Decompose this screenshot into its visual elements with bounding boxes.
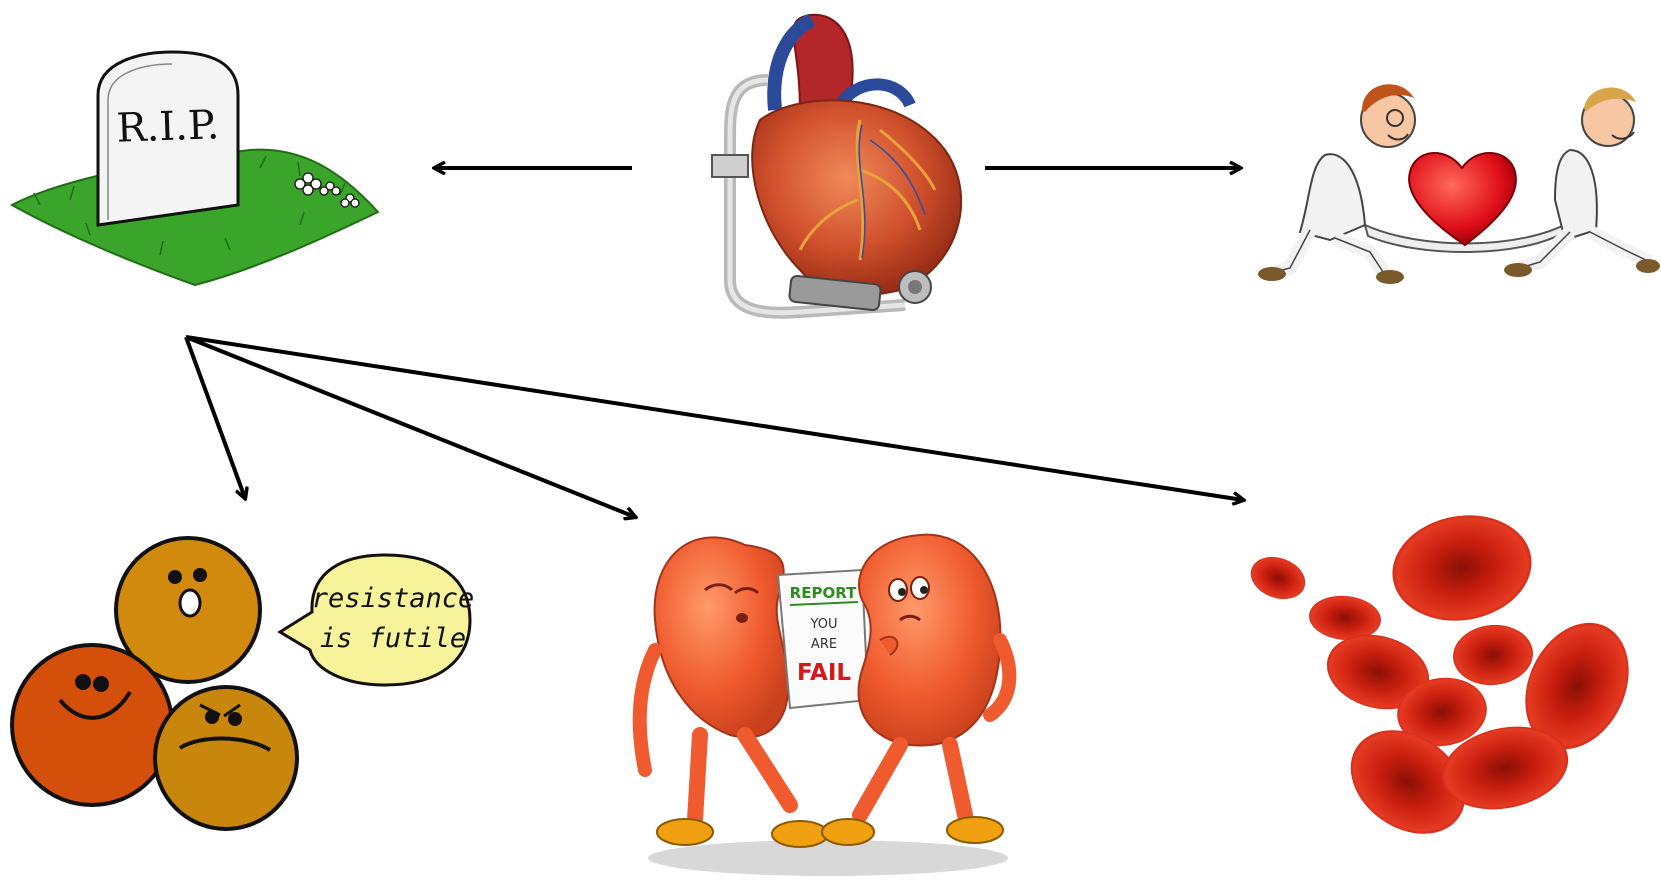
report-heading: REPORT: [790, 584, 857, 602]
arrow-tombstone-to-cells: [186, 337, 245, 498]
cell-left: [12, 645, 172, 805]
kidney-right: [859, 535, 1001, 746]
cell-right: [155, 687, 297, 829]
speech-bubble-line1: resistance: [312, 583, 475, 614]
rbc: [1451, 622, 1536, 689]
speech-bubble: [280, 555, 470, 685]
report-line1: YOU: [810, 617, 838, 632]
rbc: [1384, 505, 1540, 632]
kidney-left: [655, 537, 789, 737]
rbc: [1245, 550, 1311, 607]
report-line3: FAIL: [797, 660, 851, 686]
red-blood-cells-icon: [1245, 505, 1649, 856]
resistant-cells-icon: resistance is futile: [12, 538, 474, 829]
heart-transplant-icon: [1258, 84, 1660, 284]
doctor-left: [1258, 84, 1415, 284]
report-line2: ARE: [811, 637, 837, 652]
heart-body: [752, 100, 961, 295]
arrow-tombstone-to-blood-cells: [186, 337, 1243, 500]
artificial-heart-icon: [712, 15, 961, 313]
pump-connector: [712, 155, 748, 177]
red-heart: [1409, 153, 1516, 245]
tombstone-icon: R.I.P.: [12, 52, 378, 285]
tombstone-text: R.I.P.: [116, 102, 220, 152]
speech-bubble-line2: is futile: [320, 623, 466, 654]
doctor-right: [1504, 88, 1660, 277]
kidney-failure-icon: REPORT YOU ARE FAIL: [640, 535, 1010, 876]
arrow-tombstone-to-kidneys: [186, 337, 635, 517]
